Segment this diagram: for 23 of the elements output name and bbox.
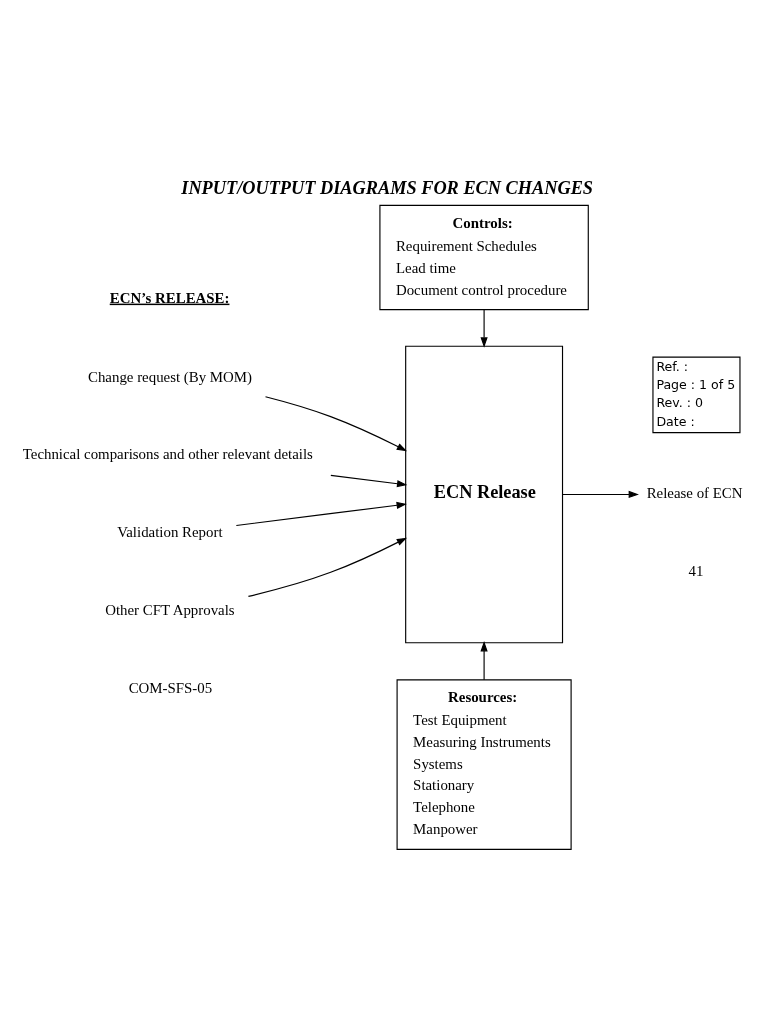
node-text: Release of ECN	[646, 484, 743, 501]
arrow	[561, 490, 639, 498]
arrow	[480, 640, 488, 680]
node-text: Validation Report	[116, 523, 223, 540]
arrow	[264, 395, 407, 451]
label: Date :	[655, 413, 695, 429]
label: COM-SFS-05	[128, 679, 212, 696]
label: Page : 1 of 5	[655, 376, 735, 392]
node-box: Resources: Test Equipment Measuring Instruments Systems Stationary Telephone Manpower	[396, 678, 572, 850]
node-text: Change request (By MOM)	[87, 368, 252, 385]
node-box: ECN Release	[404, 345, 563, 643]
arrow	[480, 308, 488, 348]
label: Ref. :	[655, 358, 688, 374]
arrow	[235, 501, 407, 526]
node-text: Other CFT Approvals	[104, 601, 235, 618]
label: Rev. : 0	[655, 394, 703, 410]
label: ECN’s RELEASE:	[109, 289, 229, 306]
node-box: Controls: Requirement Schedules Lead time Document control procedure	[378, 204, 589, 310]
node-text: Technical comparisons and other relevant details	[22, 445, 313, 462]
arrow	[247, 537, 407, 597]
label: 41	[687, 562, 703, 579]
arrow	[329, 474, 407, 487]
diagram-title: INPUT/OUTPUT DIAGRAMS FOR ECN CHANGES	[180, 177, 593, 198]
